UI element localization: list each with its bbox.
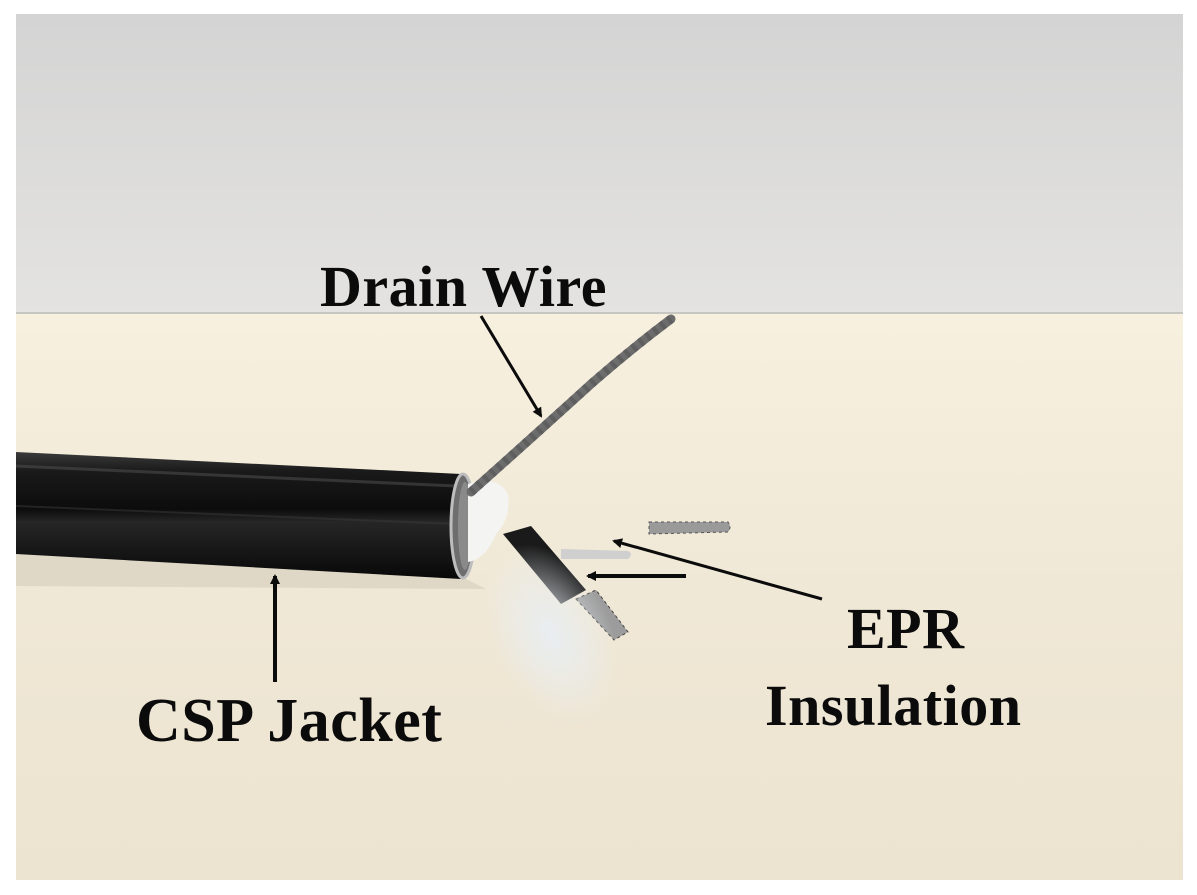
cable-photo <box>16 14 1183 880</box>
csp-jacket-label: CSP Jacket <box>136 687 443 755</box>
epr-arrow-upper <box>612 538 823 601</box>
epr-label: EPR <box>847 596 965 661</box>
drain-wire-arrow <box>479 315 543 418</box>
wall-background <box>16 14 1183 314</box>
drain-wire-label: Drain Wire <box>320 254 607 319</box>
insulation-label: Insulation <box>765 673 1022 738</box>
